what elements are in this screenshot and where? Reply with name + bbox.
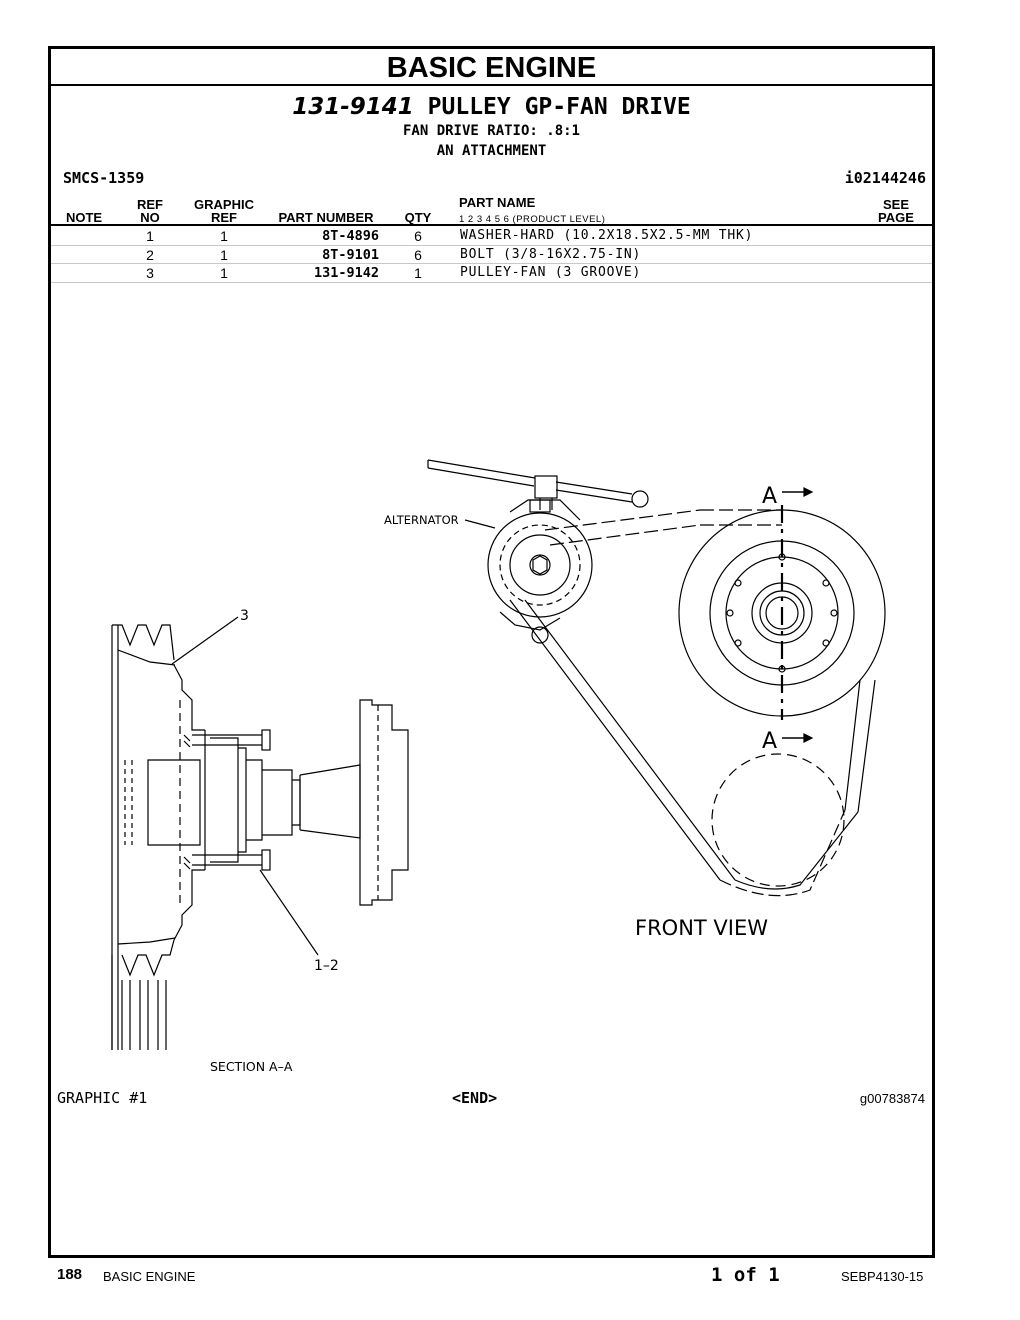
row-qty: 6 — [414, 228, 422, 244]
row-graphic-ref: 1 — [220, 228, 228, 244]
table-row: 3 1 131-9142 1 PULLEY-FAN (3 GROOVE) — [51, 264, 932, 283]
callout-3: 3 — [240, 608, 249, 624]
graphic-id: g00783874 — [859, 1091, 925, 1106]
row-part-name: WASHER-HARD (10.2X18.5X2.5-MM THK) — [460, 228, 754, 243]
row-ref-no: 2 — [146, 246, 154, 263]
col-product-levels: 1 2 3 4 5 6 (PRODUCT LEVEL) — [459, 214, 606, 225]
col-graphic-top: GRAPHIC — [194, 197, 254, 212]
row-qty: 1 — [414, 265, 422, 281]
table-row: 1 1 8T-4896 6 WASHER-HARD (10.2X18.5X2.5… — [51, 227, 932, 246]
info-id: i02144246 — [844, 169, 926, 187]
footer-section: BASIC ENGINE — [103, 1269, 196, 1284]
col-ref-bottom: NO — [140, 210, 160, 225]
table-header: NOTE REF NO GRAPHIC REF PART NUMBER QTY … — [51, 195, 932, 226]
page-frame: BASIC ENGINE 131-9141 PULLEY GP-FAN DRIV… — [48, 46, 935, 1258]
smcs-code: SMCS-1359 — [63, 169, 145, 187]
section-mark-bottom: A — [762, 729, 777, 754]
front-view: ALTERNATOR A A FRONT VIEW — [384, 459, 886, 940]
group-subtitle-1: FAN DRIVE RATIO: .8:1 — [402, 123, 580, 139]
col-qty: QTY — [404, 210, 432, 225]
meta-row: SMCS-1359 i02144246 — [63, 169, 926, 189]
col-note: NOTE — [65, 210, 103, 225]
row-ref-no: 1 — [146, 228, 154, 244]
page-footer: 188 BASIC ENGINE 1 of 1 SEBP4130-15 — [0, 1262, 1020, 1288]
row-part-number[interactable]: 8T-4896 — [322, 228, 379, 244]
section-view: 3 1–2 SECTION A–A — [111, 608, 409, 1074]
group-title: 131-9141 PULLEY GP-FAN DRIVE — [51, 93, 932, 121]
section-title: BASIC ENGINE — [51, 49, 932, 86]
row-part-name: PULLEY-FAN (3 GROOVE) — [460, 265, 642, 280]
end-marker: <END> — [452, 1089, 498, 1107]
footer-page-of: 1 of 1 — [711, 1264, 780, 1286]
front-view-label: FRONT VIEW — [635, 916, 768, 940]
row-part-number[interactable]: 131-9142 — [313, 265, 379, 281]
row-graphic-ref: 1 — [220, 246, 228, 263]
section-a-a-label: SECTION A–A — [210, 1059, 293, 1074]
col-graphic-bottom: REF — [211, 210, 237, 225]
footer-page-number: 188 — [57, 1266, 83, 1283]
callout-1-2: 1–2 — [314, 958, 339, 974]
group-title-block: 131-9141 PULLEY GP-FAN DRIVE FAN DRIVE R… — [51, 93, 932, 161]
graphic-caption-row: GRAPHIC #1 <END> g00783874 — [57, 1089, 925, 1109]
table-row: 2 1 8T-9101 6 BOLT (3/8-16X2.75-IN) — [51, 246, 932, 264]
graphic-label: GRAPHIC #1 — [57, 1089, 148, 1107]
col-ref-top: REF — [137, 197, 163, 212]
col-part-name: PART NAME — [459, 195, 536, 210]
section-mark-top: A — [762, 484, 777, 509]
group-name: PULLEY GP-FAN DRIVE — [427, 94, 691, 120]
group-part-number[interactable]: 131-9141 — [292, 94, 414, 120]
row-part-number[interactable]: 8T-9101 — [322, 246, 379, 263]
row-part-name: BOLT (3/8-16X2.75-IN) — [460, 246, 642, 262]
alternator-label: ALTERNATOR — [384, 513, 459, 527]
parts-table: 1 1 8T-4896 6 WASHER-HARD (10.2X18.5X2.5… — [51, 227, 932, 283]
footer-doc-id: SEBP4130-15 — [841, 1269, 924, 1284]
col-see-bottom: PAGE — [878, 210, 914, 225]
row-qty: 6 — [414, 246, 422, 263]
group-subtitle-2: AN ATTACHMENT — [436, 143, 547, 159]
row-ref-no: 3 — [146, 265, 154, 281]
col-see-top: SEE — [882, 197, 909, 212]
row-graphic-ref: 1 — [220, 265, 228, 281]
col-part-number: PART NUMBER — [278, 210, 374, 225]
